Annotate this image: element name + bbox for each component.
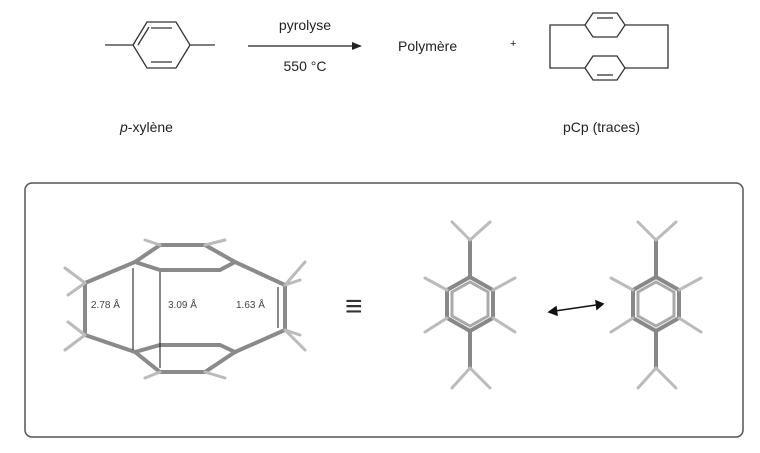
reactant-label: p-xylène	[120, 119, 173, 135]
condition-bottom: 550 °C	[283, 58, 327, 74]
equilibrium-arrow	[547, 299, 605, 317]
pcp-top-view-2	[609, 220, 703, 390]
pcp-label: pCp (traces)	[563, 119, 641, 135]
reaction-arrow	[248, 42, 362, 50]
pcp-3d-side-view	[63, 238, 307, 380]
model-box	[24, 182, 744, 438]
distance-label: 1.63 Å	[236, 300, 265, 311]
distance-label: 2.78 Å	[91, 300, 120, 311]
plus-sign: +	[510, 38, 517, 50]
pcp-structure	[549, 12, 669, 81]
condition-top: pyrolyse	[278, 17, 332, 33]
p-xylene-structure	[105, 21, 215, 69]
equivalence-symbol: ≡	[345, 290, 363, 323]
distance-arrows	[132, 268, 279, 368]
pcp-top-view-1	[423, 220, 517, 390]
product-polymer: Polymère	[398, 38, 458, 54]
distance-label: 3.09 Å	[168, 300, 197, 311]
